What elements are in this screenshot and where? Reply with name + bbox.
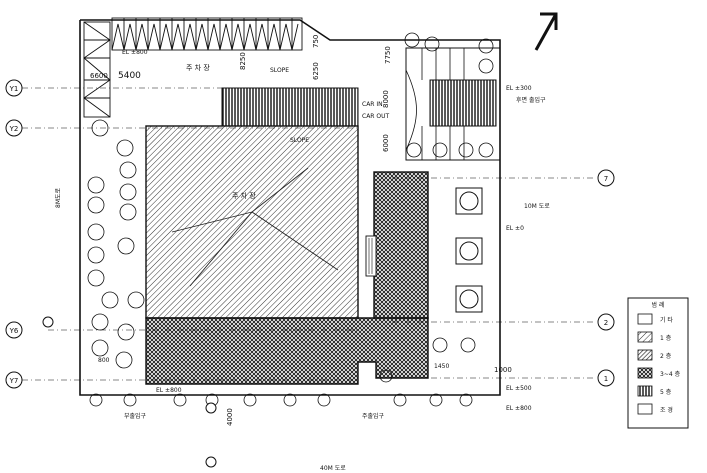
- label-el-bottom-left: EL ±800: [156, 387, 182, 394]
- grid-label-2: 2: [604, 319, 608, 327]
- legend-label-4: 3~4 층: [660, 370, 681, 378]
- dim-8000: 8000: [382, 90, 390, 108]
- label-car-in: CAR IN: [362, 101, 383, 108]
- dim-4000: 4000: [226, 408, 234, 426]
- grid-label-y1: Y1: [9, 85, 19, 93]
- label-car-out: CAR OUT: [362, 113, 389, 120]
- grid-bubbles: [5, 79, 615, 468]
- label-slope-2: SLOPE: [290, 137, 309, 144]
- label-sub-entrance: 부출입구: [124, 412, 147, 420]
- label-main-entrance: 주출입구: [362, 412, 385, 420]
- dim-800: 800: [98, 357, 110, 364]
- grid-label-y6: Y6: [9, 327, 19, 335]
- label-el-right-top: EL ±300: [506, 85, 532, 92]
- label-road-right: 10M 도로: [524, 203, 550, 210]
- grid-label-7: 7: [604, 175, 608, 183]
- label-el-right-low1: EL ±500: [506, 385, 532, 392]
- grid-lines: [22, 87, 596, 381]
- dim-7750: 7750: [384, 46, 392, 64]
- main-building: [145, 125, 359, 319]
- grid-label-y7: Y7: [9, 377, 19, 385]
- trees-right: [379, 32, 494, 383]
- dim-1000: 1000: [494, 366, 512, 374]
- tower-core: [365, 235, 377, 277]
- right-parking-hatched: [429, 79, 497, 127]
- dim-6600: 6600: [90, 72, 108, 80]
- dim-6000: 6000: [382, 134, 390, 152]
- legend: 범 례 기 타 1 층 2 층 3~4 층 5 층 조 경: [627, 297, 689, 429]
- legend-label-1: 기 타: [660, 316, 673, 324]
- ramp: [221, 87, 359, 127]
- main-building-fold-lines: [171, 167, 339, 287]
- label-rear-entrance: 후면 출입구: [516, 96, 546, 104]
- legend-label-2: 1 층: [660, 334, 672, 342]
- legend-label-3: 2 층: [660, 352, 672, 360]
- label-el-right-low2: EL ±800: [506, 405, 532, 412]
- north-arrow-icon: [534, 12, 558, 51]
- legend-title: 범 례: [652, 301, 665, 309]
- right-parking-block: [405, 47, 501, 161]
- label-main-building: 주 차 장: [232, 191, 256, 200]
- label-road-bottom: 40M 도로: [320, 465, 346, 472]
- legend-label-5: 5 층: [660, 388, 672, 396]
- top-parking-stalls: [111, 17, 303, 51]
- legend-label-6: 조 경: [660, 407, 673, 414]
- label-parking-top: 주 차 장: [186, 63, 210, 72]
- dim-750: 750: [312, 35, 320, 48]
- right-parking-stalls: [405, 48, 465, 160]
- left-parking-stalls: [83, 21, 111, 118]
- right-tower: [373, 171, 429, 319]
- dim-1450: 1450: [434, 363, 449, 370]
- label-road-left: 8M도로: [55, 187, 62, 208]
- fan-units: [455, 187, 483, 313]
- label-el-right-mid: EL ±0: [506, 225, 524, 232]
- lower-building: [145, 317, 429, 385]
- dim-6250: 6250: [312, 62, 320, 80]
- label-el-top: EL ±800: [122, 49, 148, 56]
- grid-label-y2: Y2: [9, 125, 19, 133]
- grid-label-1: 1: [604, 375, 608, 383]
- dim-5400: 5400: [118, 71, 141, 81]
- site-boundary: [79, 19, 501, 396]
- label-slope-1: SLOPE: [270, 67, 289, 74]
- dim-8250: 8250: [239, 52, 247, 70]
